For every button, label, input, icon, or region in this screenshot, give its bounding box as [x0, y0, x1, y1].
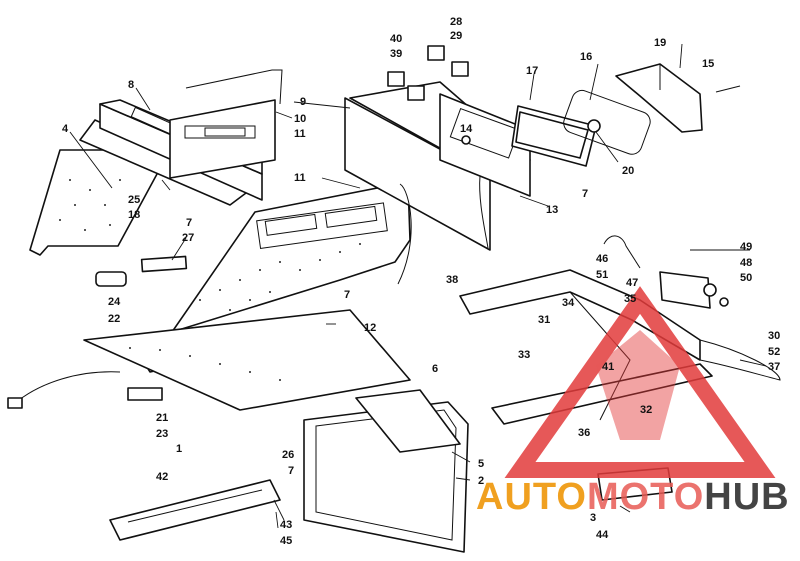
callout-45: 45	[280, 535, 292, 547]
callout-6: 6	[432, 363, 438, 375]
callout-7d: 7	[288, 465, 294, 477]
callout-18: 18	[128, 209, 140, 221]
callout-23: 23	[156, 428, 168, 440]
callout-7c: 7	[582, 188, 588, 200]
floor-pan	[83, 309, 411, 411]
bracket-21	[127, 387, 163, 401]
callout-4: 4	[62, 123, 69, 135]
callout-49: 49	[740, 241, 752, 253]
callout-35: 35	[624, 293, 636, 305]
gasket	[563, 89, 651, 155]
wiring-harness	[7, 371, 121, 409]
callout-15: 15	[702, 58, 714, 70]
callout-40: 40	[390, 33, 402, 45]
watermark-text: AUTOMOTOHUB	[476, 476, 790, 519]
callout-21: 21	[156, 412, 168, 424]
callout-2: 2	[478, 475, 484, 487]
callout-28: 28	[450, 16, 462, 28]
callout-19: 19	[654, 37, 666, 49]
callout-26: 26	[282, 449, 294, 461]
callout-39: 39	[390, 48, 402, 60]
watermark-word-auto: AUTO	[476, 476, 587, 518]
watermark-word-moto: MOTO	[586, 476, 705, 518]
side-panel-left	[29, 119, 251, 256]
callout-labels: 1 2 3 4 5 6 7 7 7 7 8 9 10 11 11 12 13 1…	[62, 16, 780, 547]
callout-7b: 7	[344, 289, 350, 301]
callout-36: 36	[578, 427, 590, 439]
callout-14: 14	[460, 123, 473, 135]
callout-1: 1	[176, 443, 182, 455]
hitch-assembly	[603, 235, 729, 309]
screw-15	[715, 85, 741, 93]
lid-assembly	[303, 389, 469, 553]
callout-22: 22	[108, 313, 120, 325]
callout-27: 27	[182, 232, 194, 244]
callout-7a: 7	[186, 217, 192, 229]
decals	[387, 45, 469, 101]
callout-5: 5	[478, 458, 484, 470]
callout-47: 47	[626, 277, 638, 289]
upper-window-panel	[169, 99, 276, 179]
callout-32: 32	[640, 404, 652, 416]
callout-30: 30	[768, 330, 780, 342]
callout-46: 46	[596, 253, 608, 265]
callout-42: 42	[156, 471, 168, 483]
callout-31: 31	[538, 314, 550, 326]
side-panel-main	[171, 181, 411, 333]
callout-37: 37	[768, 361, 780, 373]
watermark-logo	[504, 286, 776, 478]
callout-41: 41	[602, 361, 614, 373]
callout-10: 10	[294, 113, 306, 125]
callout-12: 12	[364, 322, 376, 334]
callout-20: 20	[622, 165, 634, 177]
light-housing	[615, 63, 703, 133]
callout-11a: 11	[294, 128, 306, 140]
rod	[185, 69, 283, 105]
callout-25: 25	[128, 194, 140, 206]
watermark-word-hub: HUB	[704, 476, 790, 518]
callout-33: 33	[518, 349, 530, 361]
callout-44: 44	[596, 529, 609, 541]
callout-16: 16	[580, 51, 592, 63]
callout-17: 17	[526, 65, 538, 77]
callout-38: 38	[446, 274, 458, 286]
lower-rail	[109, 479, 281, 541]
leader-lines	[69, 43, 767, 529]
hinge-24	[95, 271, 127, 287]
callout-11b: 11	[294, 172, 306, 184]
callout-48: 48	[740, 257, 752, 269]
callout-51: 51	[596, 269, 608, 281]
callout-43: 43	[280, 519, 292, 531]
callout-24: 24	[108, 296, 121, 308]
bumper-frame	[459, 269, 781, 425]
callout-34: 34	[562, 297, 575, 309]
callout-3: 3	[590, 512, 596, 524]
callout-13: 13	[546, 204, 558, 216]
callout-29: 29	[450, 30, 462, 42]
callout-9: 9	[300, 96, 306, 108]
callout-52: 52	[768, 346, 780, 358]
callout-50: 50	[740, 272, 752, 284]
tail-light-lens	[511, 105, 601, 167]
callout-8: 8	[128, 79, 134, 91]
latch-plate-27	[140, 255, 188, 273]
